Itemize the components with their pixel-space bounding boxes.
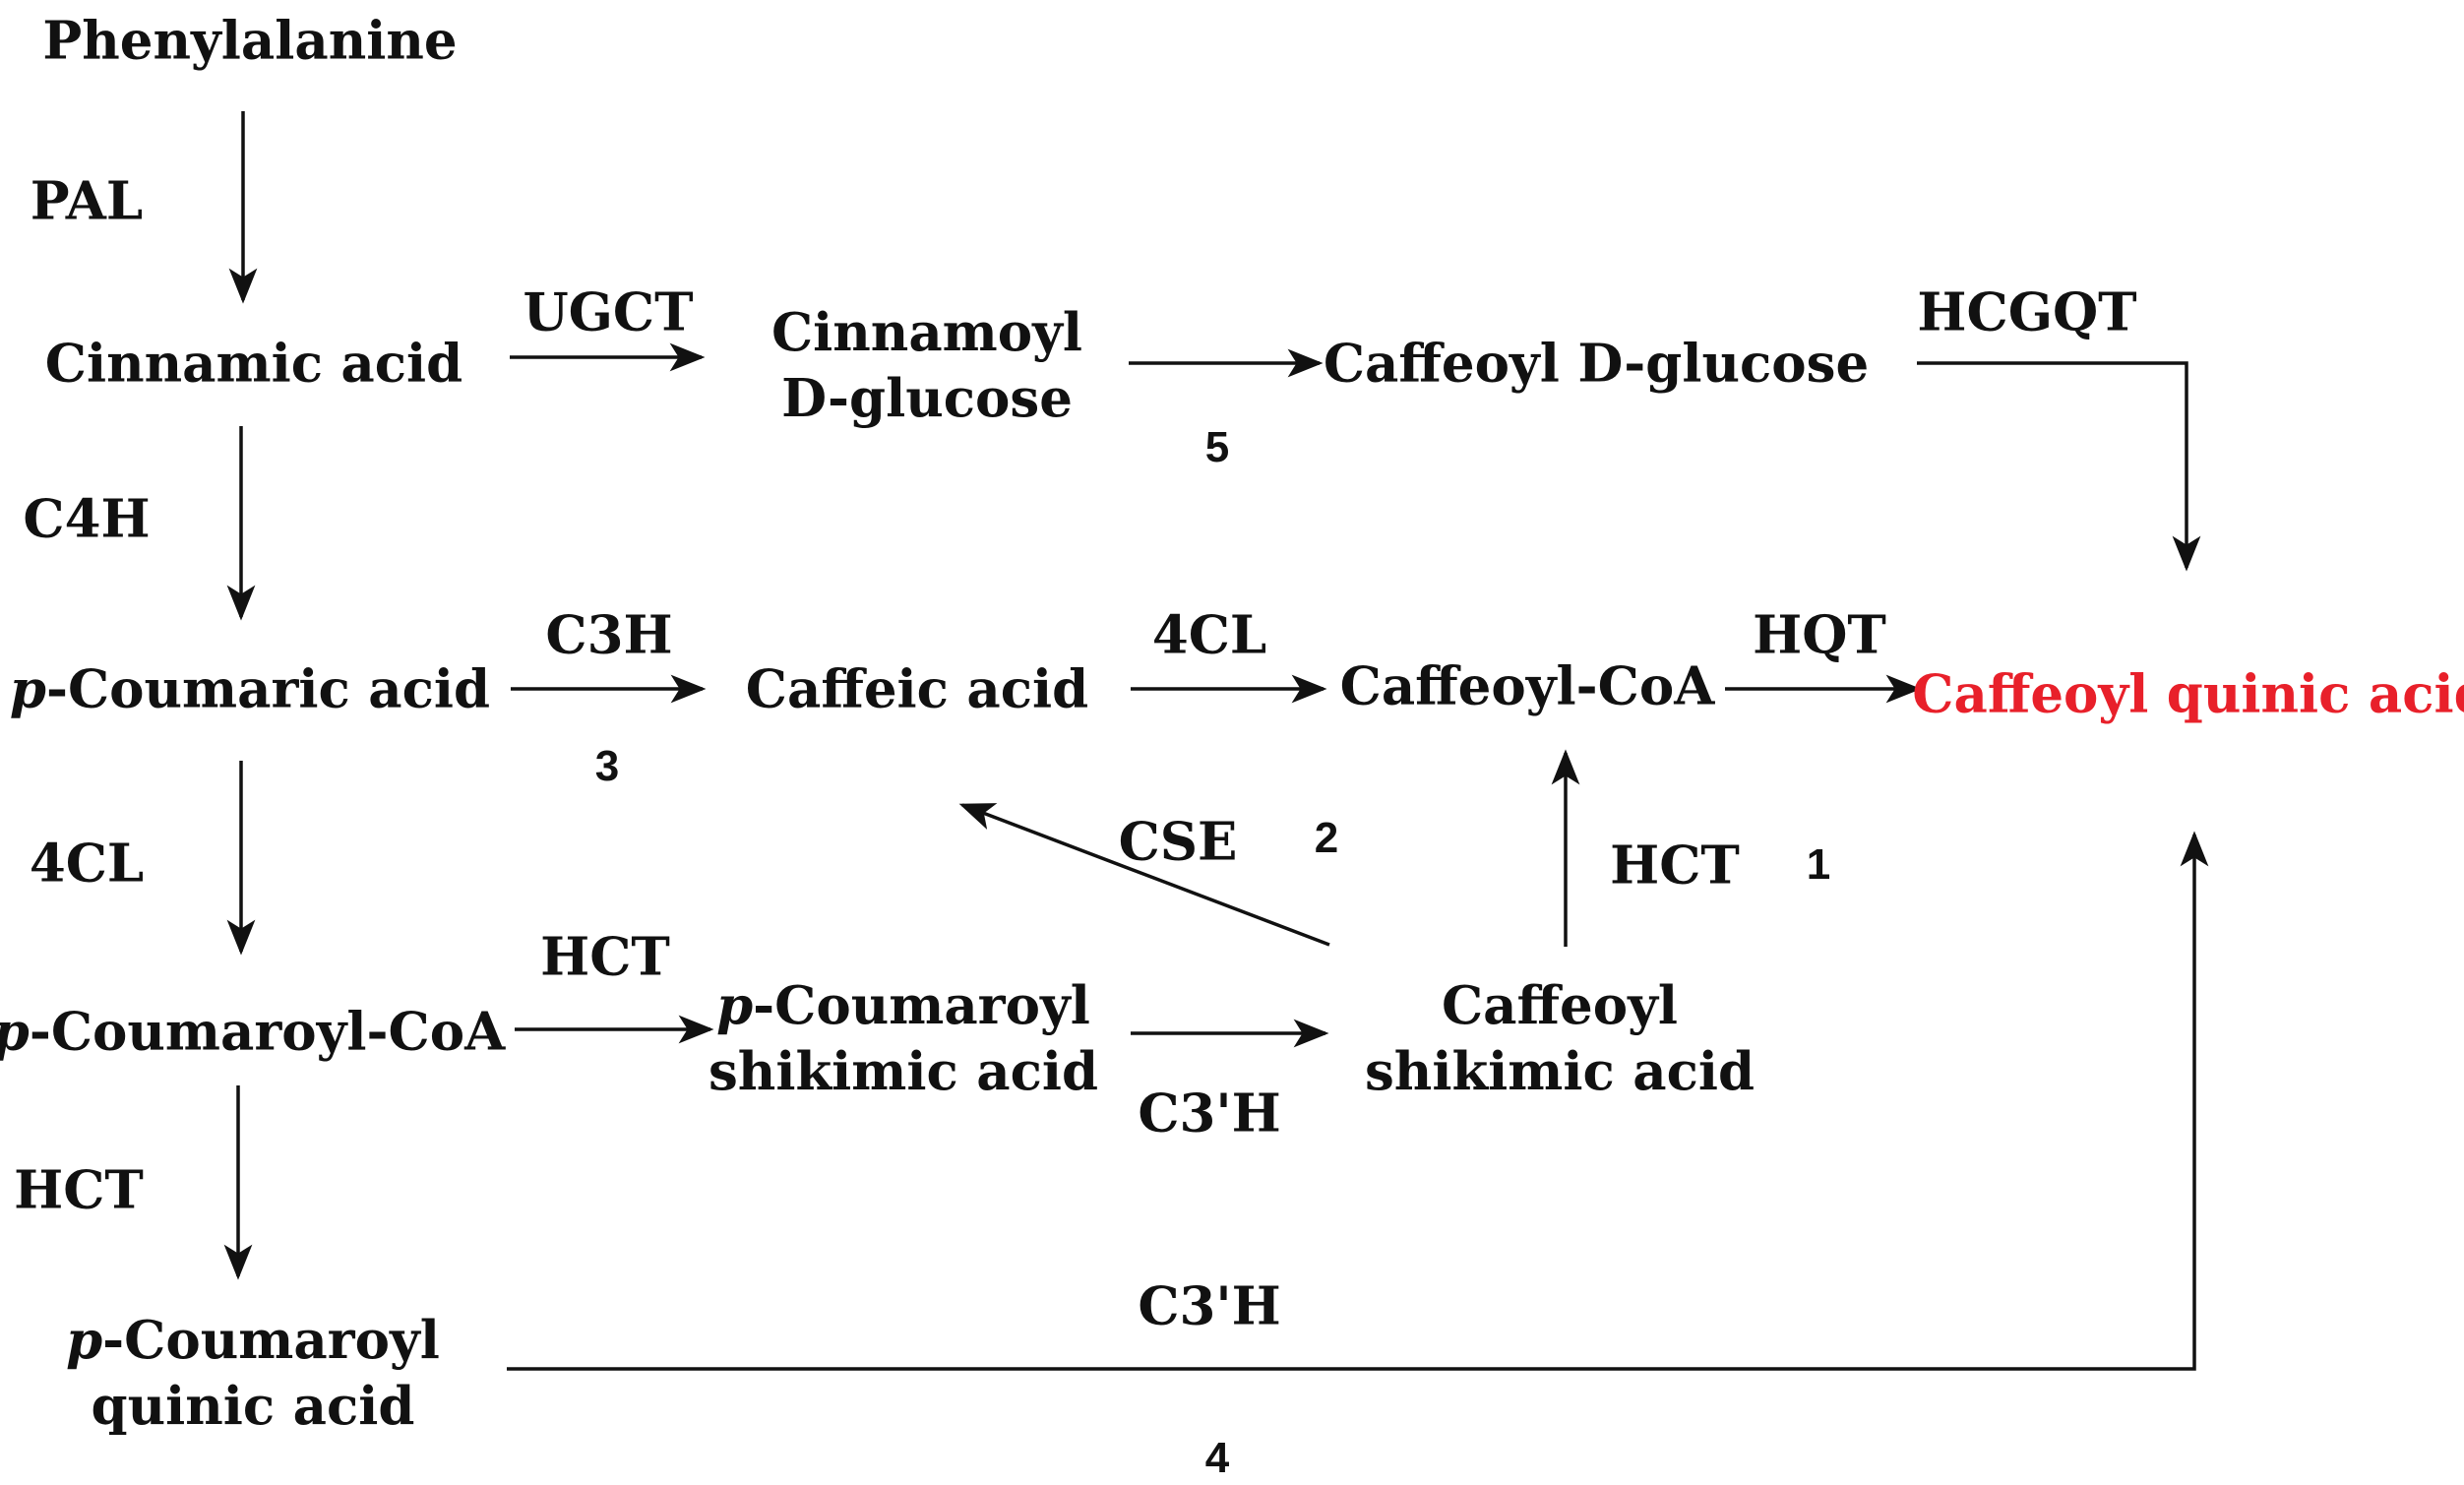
compound-p-coumaric-acid: p-Coumaric acid — [10, 663, 490, 716]
arrow-cse — [958, 803, 1330, 947]
compound-line-1: Cinnamoyl — [770, 302, 1083, 363]
italic-prefix: p — [66, 1310, 103, 1371]
enzyme-hct-left: HCT — [14, 1159, 144, 1221]
enzyme-4cl-mid: 4CL — [1151, 604, 1267, 666]
compound-phenylalanine: Phenylalanine — [42, 10, 458, 72]
italic-prefix: p — [716, 975, 754, 1036]
compound-line-2: quinic acid — [91, 1376, 415, 1437]
italic-prefix: p — [0, 1002, 30, 1063]
route-number-2: 2 — [1314, 814, 1339, 862]
compound-caffeic-acid: Caffeic acid — [745, 658, 1089, 720]
compound-p-coumaroyl-quinic-acid: p-Coumaroyl quinic acid — [66, 1315, 440, 1433]
italic-prefix: p — [9, 658, 46, 720]
compound-name-rest: -Coumaric acid — [45, 658, 491, 720]
compound-p-coumaroyl-shikimic-acid: p-Coumaroyl shikimic acid — [708, 980, 1098, 1098]
compound-p-coumaroyl-coa: p-Coumaroyl-CoA — [0, 1006, 505, 1059]
compound-caffeoyl-quinic-acid: Caffeoyl quinic acid — [1912, 663, 2464, 725]
compound-caffeoyl-shikimic-acid: Caffeoyl shikimic acid — [1365, 980, 1755, 1098]
enzyme-hqt: HQT — [1753, 604, 1886, 666]
enzyme-pal: PAL — [30, 170, 144, 232]
compound-line-1: p-Coumaroyl — [66, 1310, 440, 1371]
compound-cinnamic-acid: Cinnamic acid — [44, 333, 463, 395]
arrow-hcgqt — [1917, 361, 2201, 572]
arrow-route-4 — [507, 831, 2209, 1371]
enzyme-4cl-left: 4CL — [29, 833, 145, 895]
compound-line-2: D-glucose — [781, 368, 1073, 429]
enzyme-ugct: UGCT — [523, 281, 694, 343]
compound-caffeoyl-coa: Caffeoyl-CoA — [1339, 655, 1715, 717]
enzyme-c3ph-bottom: C3'H — [1138, 1275, 1281, 1337]
compound-name-rest: -Coumaroyl — [753, 975, 1090, 1036]
enzyme-hct-mid: HCT — [540, 926, 670, 988]
route-number-1: 1 — [1806, 840, 1831, 889]
enzyme-cse: CSE — [1118, 811, 1238, 873]
route-number-3: 3 — [594, 742, 620, 790]
enzyme-hcgqt: HCGQT — [1917, 281, 2137, 343]
compound-name-rest: -Coumaroyl-CoA — [29, 1001, 506, 1063]
compound-line-1: Caffeoyl — [1441, 975, 1679, 1036]
enzyme-c3h: C3H — [545, 604, 673, 666]
compound-caffeoyl-d-glucose: Caffeoyl D-glucose — [1323, 333, 1870, 395]
compound-name-rest: -Coumaroyl — [102, 1310, 440, 1371]
compound-cinnamoyl-d-glucose: Cinnamoyl D-glucose — [771, 307, 1082, 425]
compound-line-2: shikimic acid — [1364, 1041, 1756, 1102]
route-number-5: 5 — [1204, 423, 1230, 471]
compound-line-1: p-Coumaroyl — [716, 975, 1090, 1036]
enzyme-c4h: C4H — [23, 488, 151, 550]
enzyme-hct-vertical: HCT — [1610, 835, 1740, 897]
enzyme-c3ph-mid: C3'H — [1138, 1083, 1281, 1145]
compound-line-2: shikimic acid — [708, 1041, 1099, 1102]
route-number-4: 4 — [1204, 1434, 1230, 1482]
